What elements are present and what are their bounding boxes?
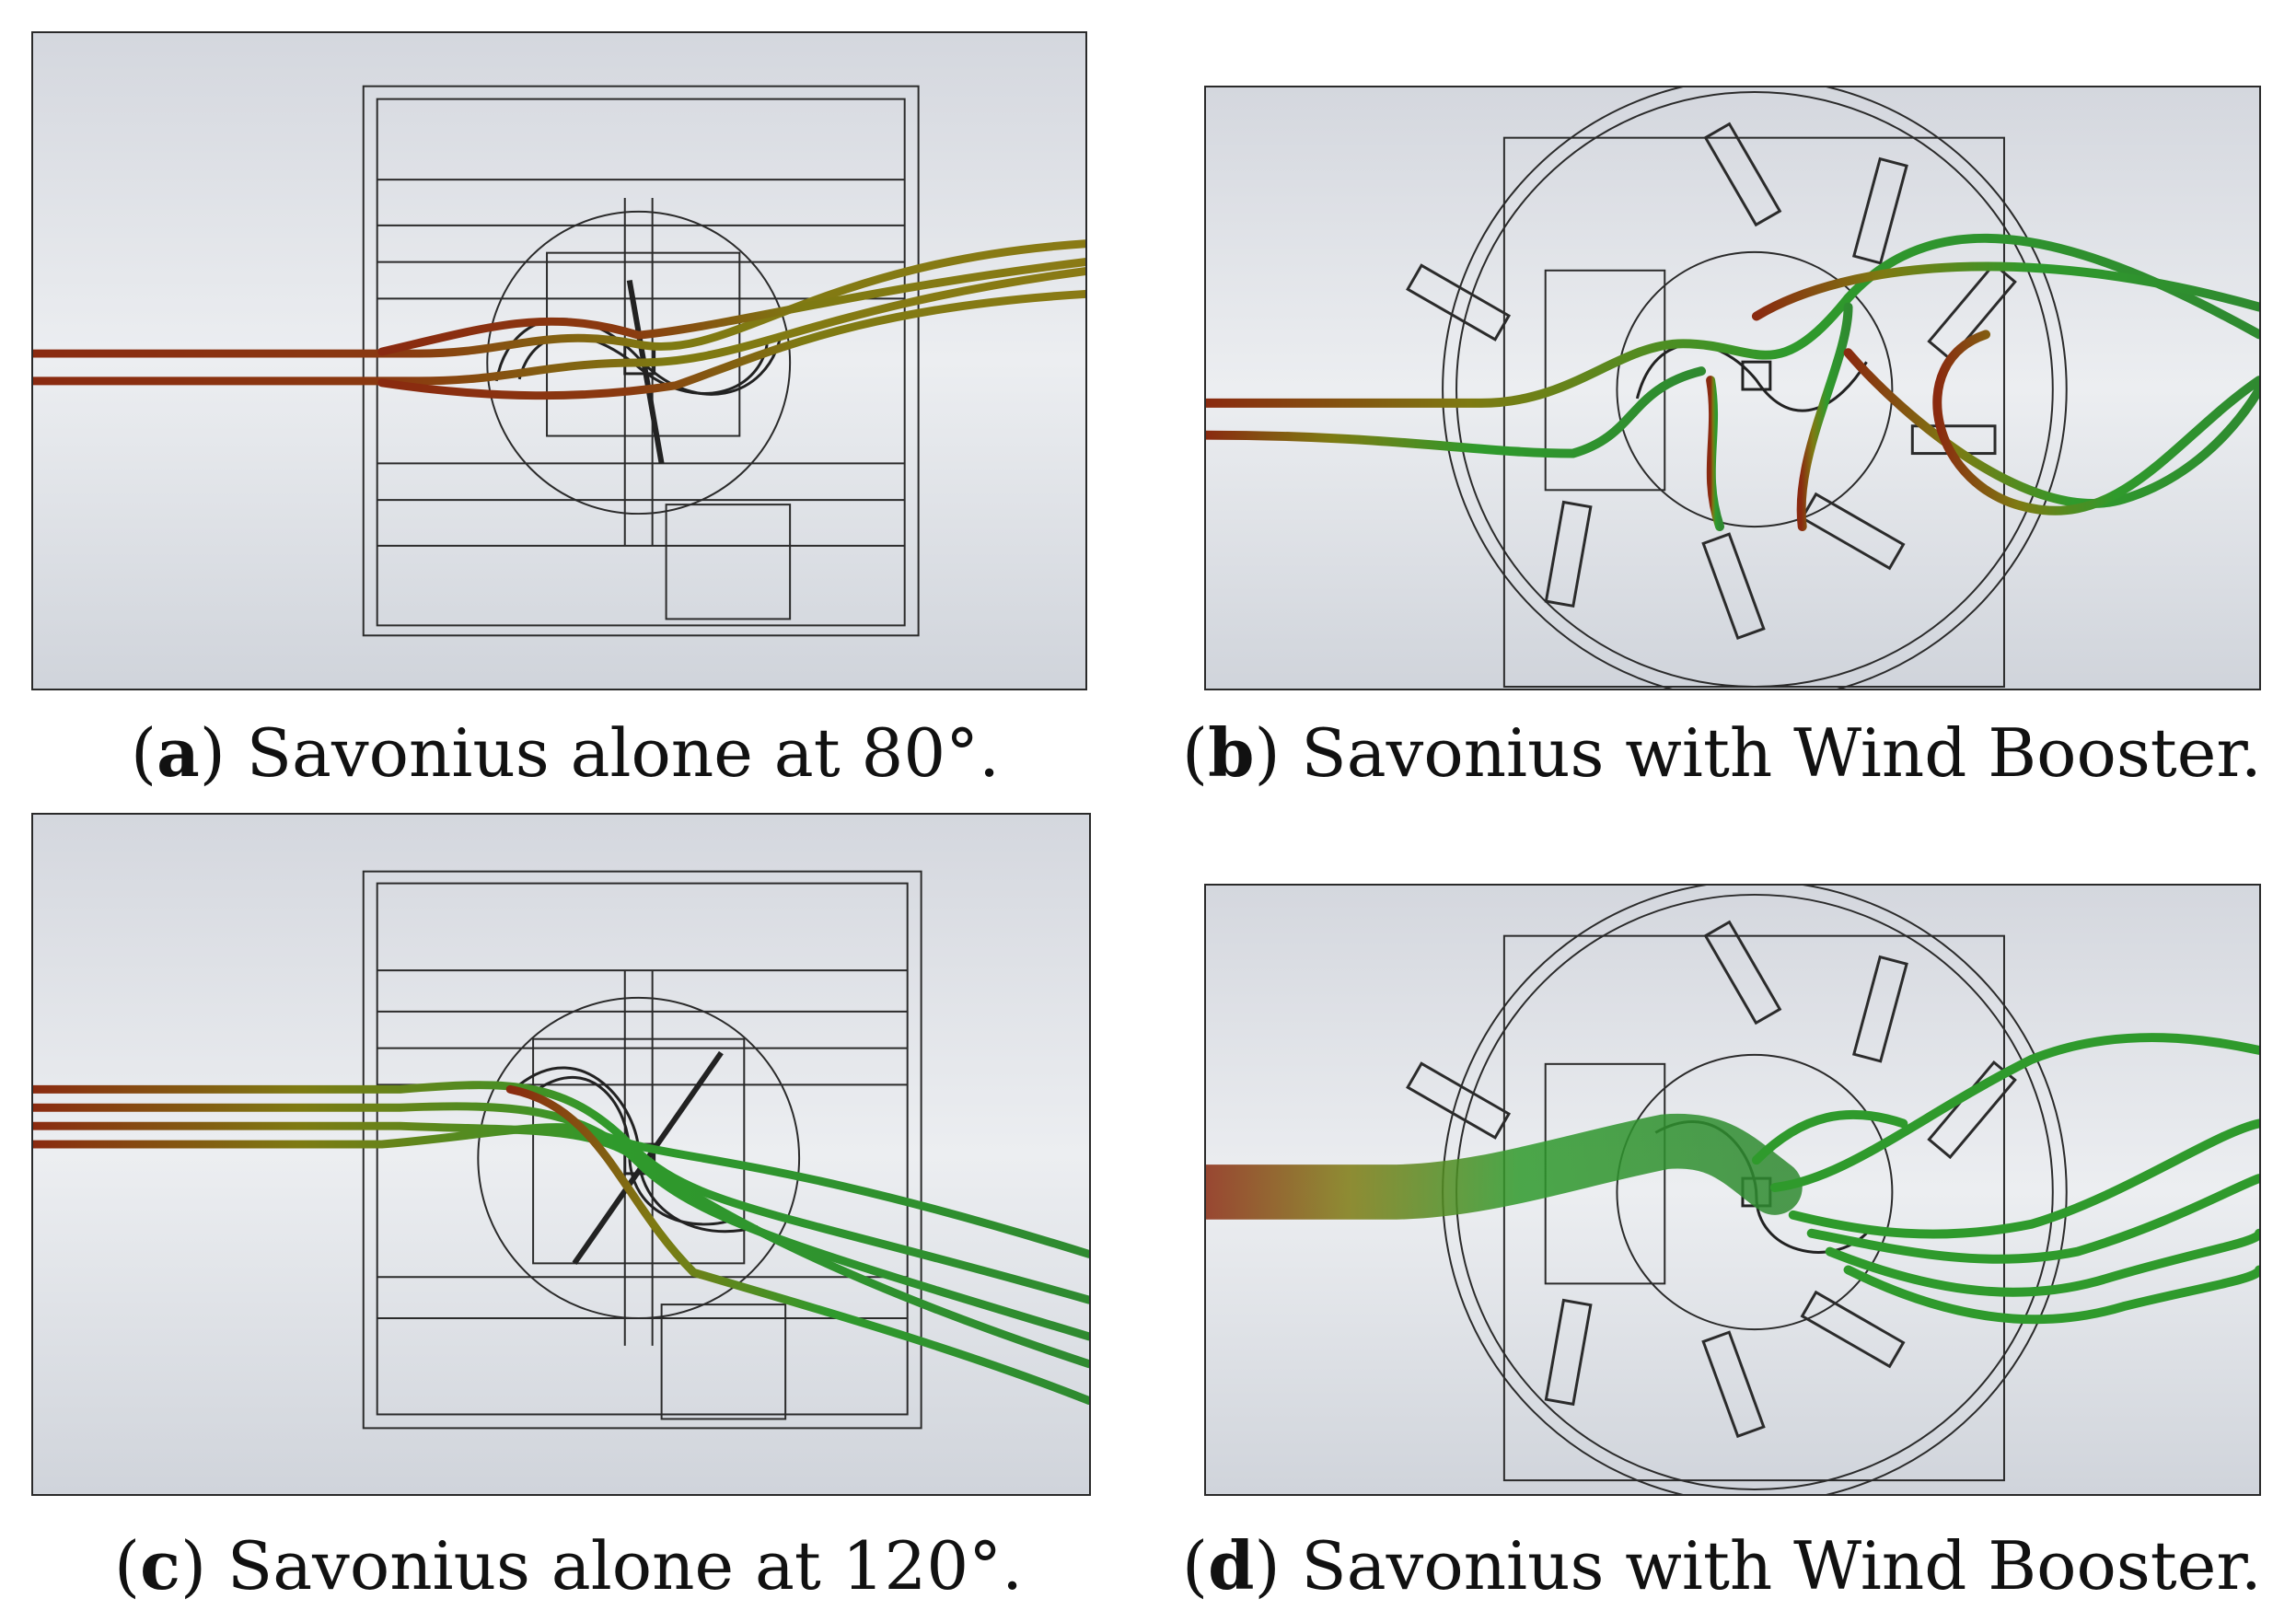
frame-structure-c bbox=[362, 870, 922, 1430]
caption-d: (d) Savonius with Wind Booster. bbox=[1182, 1526, 2262, 1605]
wind-booster-guide-vanes-icon bbox=[1406, 122, 2017, 641]
caption-a-letter: a bbox=[157, 713, 200, 792]
frame-structure bbox=[362, 85, 920, 637]
caption-d-text: ) Savonius with Wind Booster. bbox=[1254, 1527, 2262, 1605]
caption-c-text: ) Savonius alone at 120°. bbox=[180, 1527, 1024, 1605]
caption-c-letter: c bbox=[140, 1526, 180, 1605]
caption-a-text: ) Savonius alone at 80°. bbox=[199, 714, 1001, 792]
wireframe-diagram-a bbox=[33, 33, 1085, 689]
flow-streamline-icon bbox=[33, 239, 1085, 400]
flow-streamline-icon-b bbox=[1206, 234, 2259, 532]
wireframe-diagram-b bbox=[1206, 87, 2259, 689]
wireframe-diagram-c bbox=[33, 815, 1089, 1494]
flow-streamline-icon-c bbox=[33, 1081, 1089, 1406]
savonius-rotor-icon-b bbox=[1635, 343, 1868, 412]
flow-streamline-icon-d bbox=[1206, 1033, 2259, 1325]
panel-b-wind-booster bbox=[1204, 86, 2261, 690]
caption-b: (b) Savonius with Wind Booster. bbox=[1182, 713, 2262, 792]
caption-d-letter: d bbox=[1208, 1526, 1255, 1605]
caption-b-letter: b bbox=[1208, 713, 1255, 792]
caption-a: (a) Savonius alone at 80°. bbox=[131, 713, 1001, 792]
caption-c: (c) Savonius alone at 120°. bbox=[114, 1526, 1024, 1605]
panel-c-savonius-120 bbox=[31, 813, 1091, 1496]
caption-b-text: ) Savonius with Wind Booster. bbox=[1254, 714, 2262, 792]
panel-a-savonius-80 bbox=[31, 31, 1087, 690]
panel-d-wind-booster bbox=[1204, 884, 2261, 1496]
wind-booster-guide-vanes-icon-d bbox=[1406, 920, 2017, 1439]
wireframe-diagram-d bbox=[1206, 886, 2259, 1494]
frame-structure-b bbox=[1442, 87, 2068, 689]
